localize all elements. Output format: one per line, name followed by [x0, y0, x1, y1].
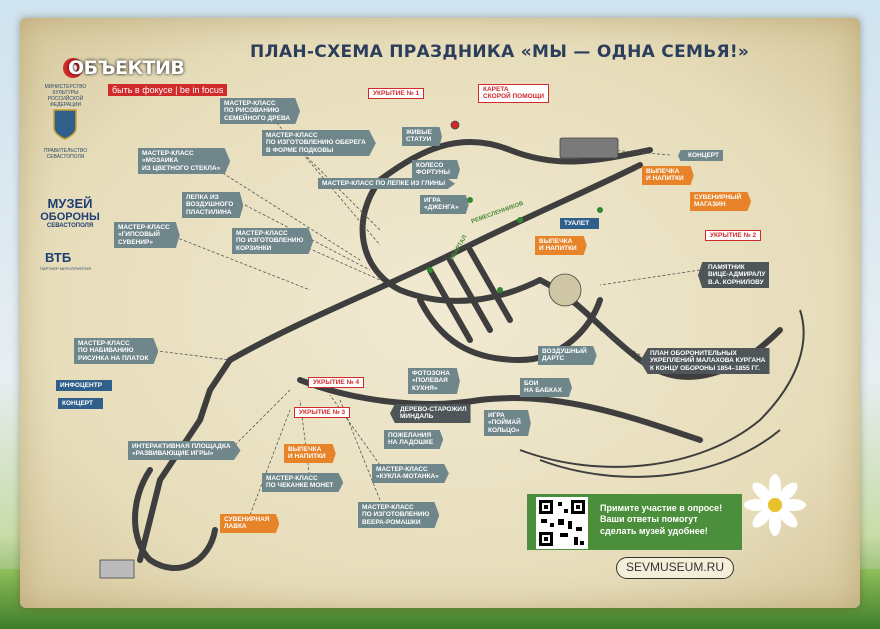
mid-branch	[417, 297, 603, 363]
label-souvenir-shop: СУВЕНИРНЫЙ МАГАЗИН	[690, 192, 752, 211]
outer-line-1	[519, 309, 805, 468]
label-mk-horseshoe: МАСТЕР-КЛАСС ПО ИЗГОТОВЛЕНИЮ ОБЕРЕГА В Ф…	[262, 130, 376, 157]
label-toilet: ТУАЛЕТ	[560, 218, 600, 230]
label-mk-scarf: МАСТЕР-КЛАСС ПО НАБИВАНИЮ РИСУНКА НА ПЛА…	[74, 338, 159, 365]
label-mk-gypsum: МАСТЕР-КЛАСС «ГИПСОВЫЙ СУВЕНИР»	[114, 222, 180, 249]
museum-line-3: СЕВАСТОПОЛЯ	[46, 223, 94, 229]
label-mk-doll: МАСТЕР-КЛАСС «КУКЛА-МОТАНКА»	[372, 464, 449, 483]
daisy-icon	[744, 474, 806, 536]
label-plasticine: ЛЕПКА ИЗ ВОЗДУШНОГО ПЛАСТИЛИНА	[182, 192, 244, 219]
label-ambulance: КАРЕТА СКОРОЙ ПОМОЩИ	[478, 84, 549, 103]
label-food-low: ВЫПЕЧКА И НАПИТКИ	[284, 444, 336, 463]
brand-name: ОБЪЕКТИВ	[68, 57, 185, 79]
label-shelter-4: УКРЫТИЕ № 4	[308, 377, 365, 389]
page-title: ПЛАН-СХЕМА ПРАЗДНИКА «МЫ — ОДНА СЕМЬЯ!»	[250, 42, 750, 62]
museum-logo: МУЗЕЙ ОБОРОНЫ СЕВАСТОПОЛЯ	[40, 196, 100, 229]
qr-code[interactable]	[536, 497, 588, 549]
museum-line-1: МУЗЕЙ	[47, 196, 93, 211]
label-babki: БОИ НА БАБКАХ	[520, 378, 572, 397]
label-food-mid: ВЫПЕЧКА И НАПИТКИ	[535, 236, 587, 255]
kornilov-monument	[548, 273, 582, 307]
label-living-statues: ЖИВЫЕ СТАТУИ	[402, 127, 442, 146]
label-food-top: ВЫПЕЧКА И НАПИТКИ	[642, 166, 694, 185]
south-road	[297, 377, 703, 443]
main-path	[227, 162, 643, 363]
label-shelter-3: УКРЫТИЕ № 3	[294, 407, 351, 419]
label-souvenir-stall: СУВЕНИРНАЯ ЛАВКА	[220, 514, 280, 533]
government-text: ПРАВИТЕЛЬСТВО СЕВАСТОПОЛЯ	[43, 148, 88, 160]
shelter-marker	[450, 120, 460, 130]
loop-path	[359, 177, 543, 304]
label-mk-basket: МАСТЕР-КЛАСС ПО ИЗГОТОВЛЕНИЮ КОРЗИНКИ	[232, 228, 314, 255]
label-kornilov-monument: ПАМЯТНИК ВИЦЕ-АДМИРАЛУ В.А. КОРНИЛОВУ	[698, 262, 770, 289]
label-play-area: ИНТЕРАКТИВНАЯ ПЛОЩАДКА «РАЗВИВАЮЩИЕ ИГРЫ…	[128, 441, 241, 460]
label-photo-zone: ФОТОЗОНА «ПОЛЕВАЯ КУХНЯ»	[408, 368, 460, 395]
label-info-center: ИНФОЦЕНТР	[56, 380, 113, 392]
museum-building	[559, 137, 619, 159]
label-shelter-1: УКРЫТИЕ № 1	[368, 88, 425, 100]
brand-logo	[60, 55, 205, 81]
coat-of-arms-icon	[53, 109, 77, 140]
label-mk-clay: МАСТЕР-КЛАСС ПО ЛЕПКЕ ИЗ ГЛИНЫ	[318, 178, 456, 190]
label-wheel-of-fortune: КОЛЕСО ФОРТУНЫ	[412, 160, 460, 179]
brand-tagline: быть в фокусе | be in focus	[108, 84, 228, 96]
label-malakhov-plan: ПЛАН ОБОРОНИТЕЛЬНЫХ УКРЕПЛЕНИЙ МАЛАХОВА …	[640, 348, 770, 375]
ministry-text: Министерство культуры Российской Федерац…	[44, 84, 87, 108]
outer-line-2	[539, 429, 781, 478]
museum-line-2: ОБОРОНЫ	[40, 211, 100, 223]
landmarks	[99, 120, 619, 579]
gate	[99, 559, 135, 579]
label-mk-daisy: МАСТЕР-КЛАСС ПО ИЗГОТОВЛЕНИЮ ВЕЕРА-РОМАШ…	[358, 502, 440, 529]
label-jenga: ИГРА «ДЖЕНГА»	[420, 195, 469, 214]
outer-lines	[519, 309, 805, 478]
label-ring-game: ИГРА «ПОЙМАЙ КОЛЬЦО»	[484, 410, 531, 437]
survey-text: Примите участие в опросе! Ваши ответы по…	[600, 503, 723, 536]
grid-1	[427, 247, 513, 343]
label-mk-mosaic: МАСТЕР-КЛАСС «МОЗАИКА ИЗ ЦВЕТНОГО СТЕКЛА…	[138, 148, 231, 175]
label-mk-coins: МАСТЕР-КЛАСС ПО ЧЕКАНКЕ МОНЕТ	[262, 473, 344, 492]
website-link[interactable]: SEVMUSEUM.RU	[616, 557, 734, 579]
sponsor-logo: ВТБ	[45, 250, 72, 265]
label-almond-tree: ДЕРЕВО-СТАРОЖИЛ МИНДАЛЬ	[390, 404, 471, 423]
label-concert-top: КОНЦЕРТ	[678, 150, 724, 162]
leader-lines	[149, 114, 701, 516]
trees	[427, 197, 603, 293]
label-wishes: ПОЖЕЛАНИЯ НА ЛАДОШКЕ	[384, 430, 444, 449]
label-mk-family-tree: МАСТЕР-КЛАСС ПО РИСОВАНИЮ СЕМЕЙНОГО ДРЕВ…	[220, 98, 301, 125]
sponsor-subtitle: ПАРТНЕР МЕРОПРИЯТИЯ	[39, 266, 91, 271]
label-air-darts: ВОЗДУШНЫЙ ДАРТС	[538, 346, 597, 365]
fort-ring	[132, 467, 218, 572]
label-shelter-2: УКРЫТИЕ № 2	[705, 230, 762, 242]
label-concert-left: КОНЦЕРТ	[58, 398, 104, 410]
